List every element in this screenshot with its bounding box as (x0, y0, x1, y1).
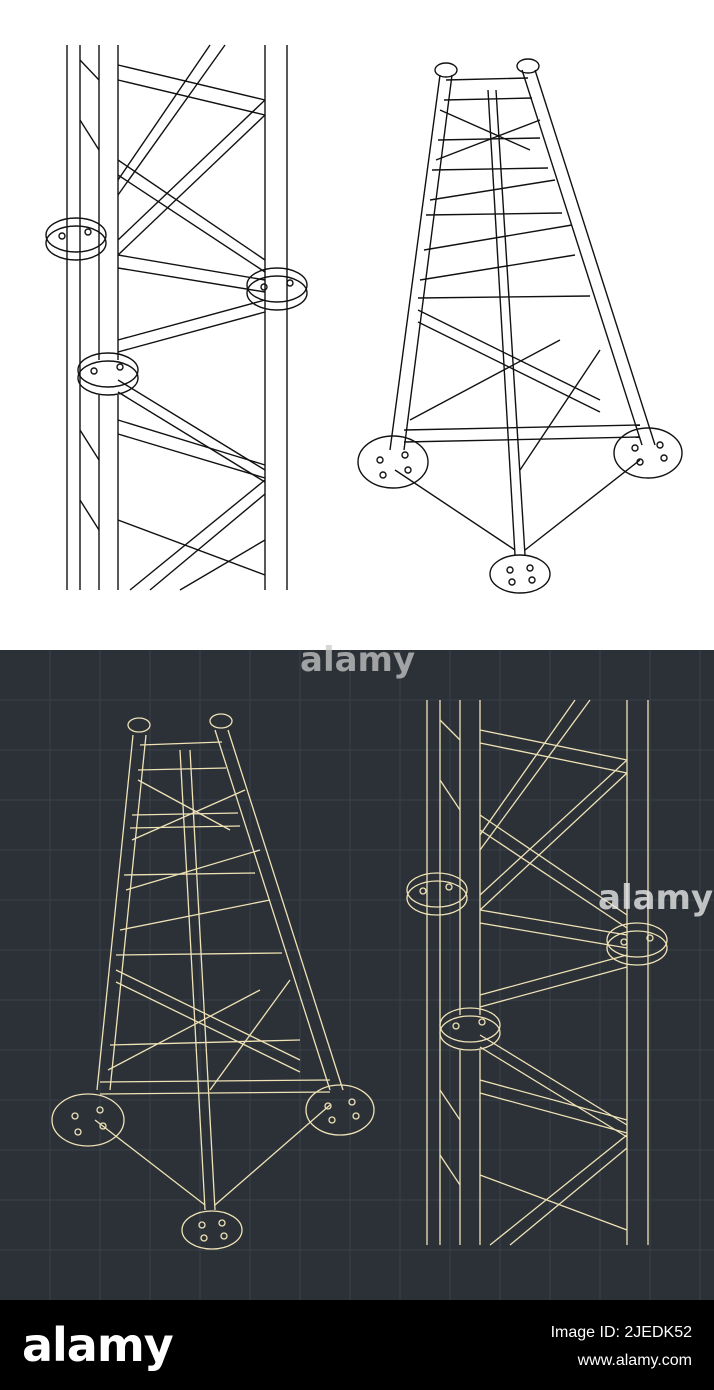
top-drawings (45, 44, 683, 594)
image-id-label: Image ID: 2JEDK52 (550, 1324, 692, 1341)
tower-section-perspective (357, 58, 683, 594)
blueprint-drawings (0, 650, 714, 1300)
top-drawing-panel (0, 0, 714, 650)
truss-section-elevation (45, 44, 308, 591)
blueprint-drawing-panel (0, 650, 714, 1300)
site-url: www.alamy.com (577, 1352, 692, 1369)
watermark-middle: alamy (598, 878, 714, 918)
footer-logo: alamy (22, 1318, 174, 1372)
watermark-top: alamy (300, 640, 416, 680)
blueprint-grid (0, 650, 714, 1300)
truss-section-blueprint (406, 699, 668, 1246)
footer-bar: alamy Image ID: 2JEDK52 www.alamy.com (0, 1300, 714, 1390)
tower-section-blueprint (51, 713, 375, 1250)
